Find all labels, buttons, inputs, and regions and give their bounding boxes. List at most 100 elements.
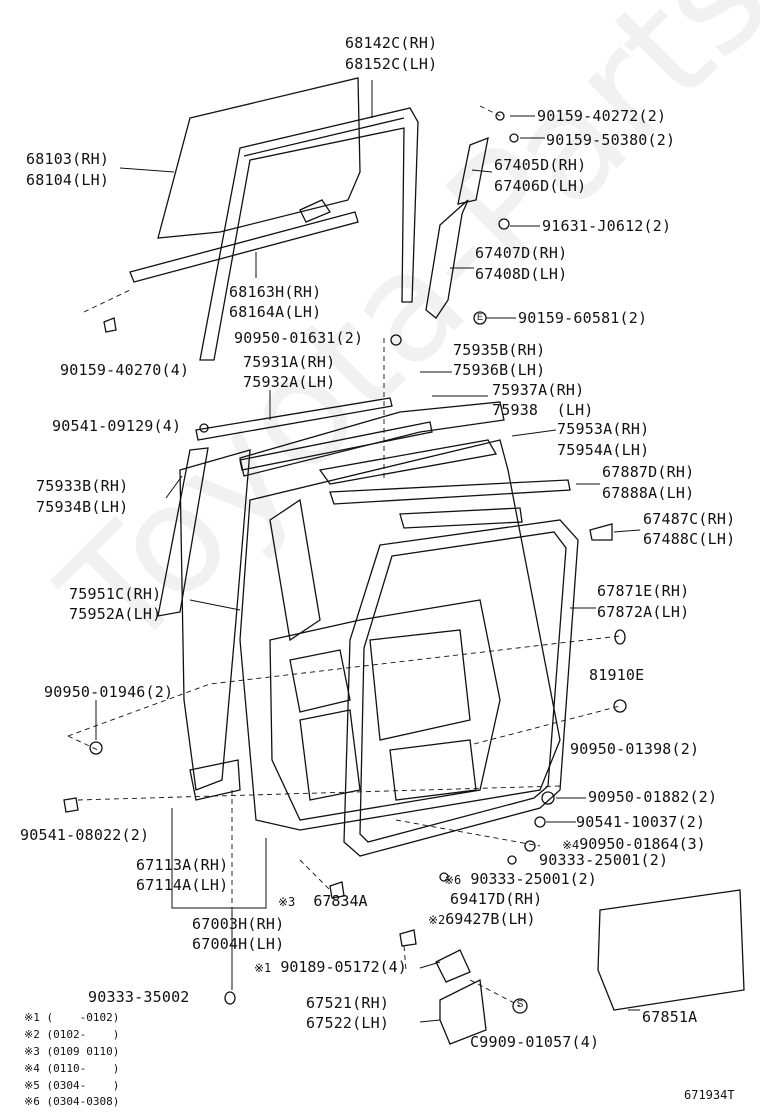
label-75937A: 75937A(RH) bbox=[492, 381, 585, 399]
plug-90333-25001a bbox=[507, 855, 517, 865]
plug-90950-01946 bbox=[89, 741, 103, 755]
footnote-5: ※5 (0304- ) bbox=[24, 1079, 120, 1092]
label-67114A: 67114A(LH) bbox=[136, 876, 229, 894]
label-90159-50380: 90159-50380(2) bbox=[546, 131, 676, 149]
label-67872A: 67872A(LH) bbox=[597, 603, 690, 621]
label-67488C: 67488C(LH) bbox=[643, 530, 736, 548]
label-90950-01864: ※490950-01864(3) bbox=[562, 835, 706, 853]
clip-90159-40270 bbox=[103, 317, 117, 333]
clip-90159-50380 bbox=[509, 133, 519, 143]
footnote-6: ※6 (0304-0308) bbox=[24, 1095, 120, 1108]
seal-67834A bbox=[329, 881, 345, 899]
door-inner-structure bbox=[269, 599, 501, 821]
marker-2: ※2 bbox=[428, 913, 446, 927]
label-68163H: 68163H(RH) bbox=[229, 283, 322, 301]
label-68142C: 68142C(RH) bbox=[345, 34, 438, 52]
label-75934B: 75934B(LH) bbox=[36, 498, 129, 516]
circle-s-marker: S bbox=[516, 999, 524, 1010]
label-75953A: 75953A(RH) bbox=[557, 420, 650, 438]
marker-4: ※4 bbox=[562, 838, 580, 852]
label-90189-05172: ※1 90189-05172(4) bbox=[254, 958, 407, 976]
marker-6: ※6 bbox=[444, 873, 462, 887]
label-67405D: 67405D(RH) bbox=[494, 156, 587, 174]
label-90159-40270: 90159-40270(4) bbox=[60, 361, 190, 379]
label-67887D: 67887D(RH) bbox=[602, 463, 695, 481]
marker-1: ※1 bbox=[254, 961, 272, 975]
label-75954A: 75954A(LH) bbox=[557, 441, 650, 459]
label-90541-08022: 90541-08022(2) bbox=[20, 826, 150, 844]
label-90333-25001-a: 90333-25001(2) bbox=[539, 851, 669, 869]
label-67003H: 67003H(RH) bbox=[192, 915, 285, 933]
label-81910E: 81910E bbox=[589, 666, 645, 684]
label-90333-35002: 90333-35002 bbox=[88, 988, 190, 1006]
label-67521: 67521(RH) bbox=[306, 994, 390, 1012]
door-guide-rail-lower bbox=[425, 199, 469, 319]
glass-channel bbox=[129, 211, 359, 283]
bolt-90189-05172 bbox=[399, 929, 417, 947]
clip-90541-10037 bbox=[534, 816, 546, 828]
footnote-3: ※3 (0109 0110) bbox=[24, 1045, 120, 1058]
clip-90159-40272 bbox=[495, 111, 505, 121]
label-67408D: 67408D(LH) bbox=[475, 265, 568, 283]
label-C9909: C9909-01057(4) bbox=[470, 1033, 600, 1051]
label-91631: 91631-J0612(2) bbox=[542, 217, 672, 235]
plug-90950-01864 bbox=[524, 840, 536, 852]
label-90333-25001-b: ※6 90333-25001(2) bbox=[444, 870, 597, 888]
label-68103: 68103(RH) bbox=[26, 150, 110, 168]
quarter-glass bbox=[157, 77, 361, 239]
footnote-4: ※4 (0110- ) bbox=[24, 1062, 120, 1075]
grommet-90950-01631 bbox=[390, 334, 402, 346]
label-75933B: 75933B(RH) bbox=[36, 477, 129, 495]
label-75951C: 75951C(RH) bbox=[69, 585, 162, 603]
figure-id: 671934T bbox=[684, 1088, 735, 1102]
pillar-garnish bbox=[157, 447, 209, 617]
label-67406D: 67406D(LH) bbox=[494, 177, 587, 195]
hinge bbox=[439, 979, 487, 1045]
label-75936B: 75936B(LH) bbox=[453, 361, 546, 379]
door-panel bbox=[239, 439, 561, 831]
hinge-cover bbox=[435, 949, 471, 983]
label-90159-40272: 90159-40272(2) bbox=[537, 107, 667, 125]
label-67113A: 67113A(RH) bbox=[136, 856, 229, 874]
label-67834A: ※3 67834A bbox=[278, 892, 368, 910]
label-67888A: 67888A(LH) bbox=[602, 484, 695, 502]
door-guide-rail bbox=[457, 136, 489, 205]
label-68152C: 68152C(LH) bbox=[345, 55, 438, 73]
bumper-67487C bbox=[589, 523, 613, 541]
label-69417D: 69417D(RH) bbox=[450, 890, 543, 908]
door-weatherstrip bbox=[343, 519, 579, 857]
plug-90333-25001b bbox=[439, 872, 449, 882]
door-outer-panel bbox=[179, 449, 251, 791]
footnote-2: ※2 (0102- ) bbox=[24, 1028, 120, 1041]
glass-run-frame bbox=[199, 107, 419, 361]
label-75938: 75938 (LH) bbox=[492, 401, 594, 419]
label-90950-01946: 90950-01946(2) bbox=[44, 683, 174, 701]
label-90950-01398: 90950-01398(2) bbox=[570, 740, 700, 758]
bolt-91631 bbox=[498, 218, 510, 230]
plug-90950-01398 bbox=[613, 699, 627, 713]
screw-C9909 bbox=[512, 998, 528, 1014]
label-67487C: 67487C(RH) bbox=[643, 510, 736, 528]
label-75952A: 75952A(LH) bbox=[69, 605, 162, 623]
clip-90541-09129 bbox=[199, 423, 209, 433]
label-90541-10037: 90541-10037(2) bbox=[576, 813, 706, 831]
belt-molding-upper bbox=[195, 397, 393, 441]
label-67851A: 67851A bbox=[642, 1008, 698, 1026]
label-68164A: 68164A(LH) bbox=[229, 303, 322, 321]
label-68104: 68104(LH) bbox=[26, 171, 110, 189]
circle-e-marker: E bbox=[476, 312, 483, 322]
label-90159-60581: 90159-60581(2) bbox=[518, 309, 648, 327]
label-69427B: ※269427B(LH) bbox=[428, 910, 536, 928]
footnote-1: ※1 ( -0102) bbox=[24, 1011, 120, 1024]
plug-90950-01882 bbox=[541, 791, 555, 805]
label-75935B: 75935B(RH) bbox=[453, 341, 546, 359]
marker-3: ※3 bbox=[278, 895, 296, 909]
label-67522: 67522(LH) bbox=[306, 1014, 390, 1032]
label-67407D: 67407D(RH) bbox=[475, 244, 568, 262]
clip-90541-08022 bbox=[63, 797, 79, 813]
service-hole-cover bbox=[597, 889, 745, 1011]
label-75932A: 75932A(LH) bbox=[243, 373, 336, 391]
weatherstrip-outer bbox=[239, 401, 505, 477]
label-90950-01882: 90950-01882(2) bbox=[588, 788, 718, 806]
